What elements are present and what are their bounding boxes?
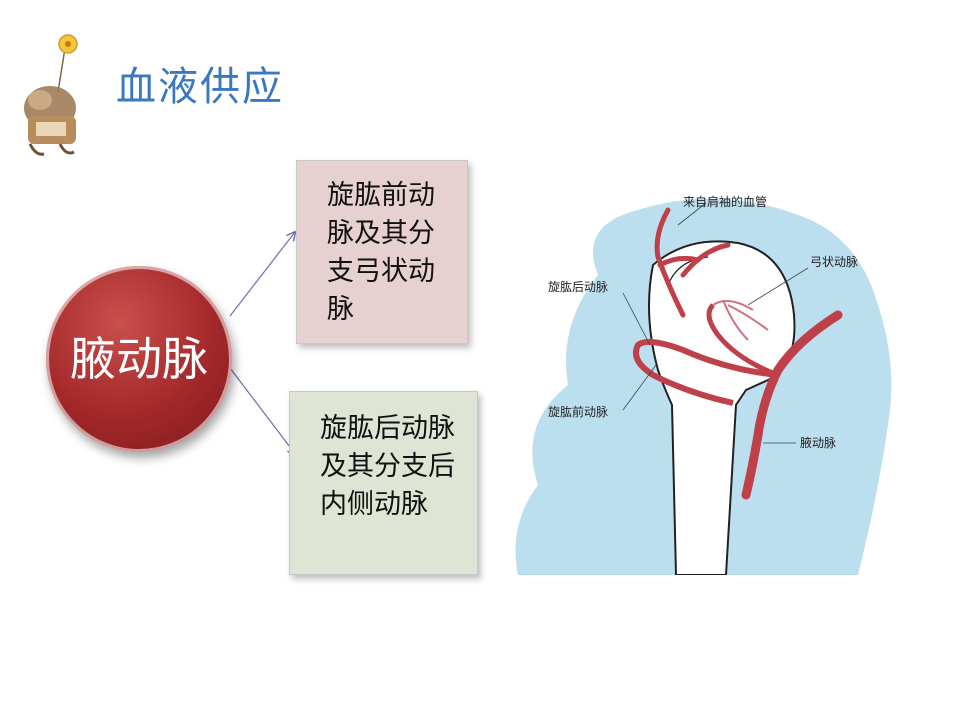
- branch-box-anterior: 旋肱前动脉及其分支弓状动脉: [296, 160, 468, 344]
- label-arcuate-artery: 弓状动脉: [810, 254, 858, 269]
- anterior-circumflex-vessel: [706, 303, 779, 378]
- label-axillary-artery: 腋动脉: [800, 435, 836, 450]
- posterior-circumflex-vessel: [632, 338, 779, 406]
- label-anterior-circumflex: 旋肱前动脉: [548, 404, 608, 419]
- axillary-artery-node: 腋动脉: [46, 266, 232, 452]
- arcuate-artery-vessel: [712, 299, 769, 341]
- label-from-shoulder-vessels: 来自肩袖的血管: [683, 194, 767, 209]
- humerus-blood-supply-figure: 来自肩袖的血管 弓状动脉 旋肱后动脉 旋肱前动脉 腋动脉: [515, 194, 892, 575]
- label-posterior-circumflex: 旋肱后动脉: [548, 279, 608, 294]
- branch-box-posterior: 旋肱后动脉及其分支后内侧动脉: [289, 391, 478, 575]
- rotator-cuff-vessels: [654, 207, 731, 318]
- decorative-logo: [24, 34, 78, 156]
- axillary-artery-vessel: [741, 310, 843, 500]
- branch-label-posterior: 旋肱后动脉及其分支后内侧动脉: [320, 413, 455, 520]
- branch-label-anterior: 旋肱前动脉及其分支弓状动脉: [327, 180, 435, 325]
- slide-title: 血液供应: [116, 64, 284, 110]
- axillary-artery-label: 腋动脉: [70, 332, 208, 386]
- arrow-to-top-branch: [229, 232, 295, 317]
- arrow-to-bottom-branch: [229, 367, 296, 455]
